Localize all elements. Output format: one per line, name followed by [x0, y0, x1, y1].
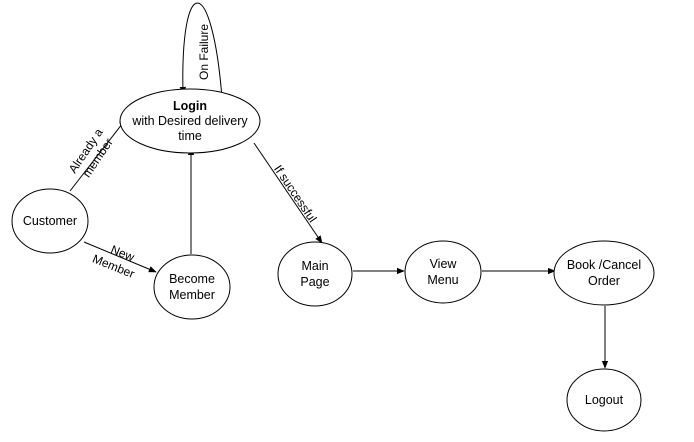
edge-if-successful-line	[253, 142, 323, 244]
node-customer-shape	[11, 188, 89, 254]
node-main-page-shape	[277, 241, 353, 307]
node-login-line3: time	[178, 129, 202, 143]
node-login-shape	[119, 88, 261, 154]
node-book-cancel-order-line2: Order	[588, 274, 620, 288]
node-view-menu-shape	[404, 240, 482, 304]
edge-already-member-line	[69, 118, 127, 192]
node-view-menu-line1: View	[430, 257, 458, 271]
node-logout-label: Logout	[585, 393, 624, 407]
node-become-member: Become Member	[153, 254, 231, 320]
node-book-cancel-order-line1: Book /Cancel	[567, 258, 641, 272]
node-main-page-line1: Main	[301, 259, 328, 273]
edge-on-failure: On Failure	[179, 2, 223, 99]
node-login: Login with Desired delivery time	[119, 88, 261, 154]
edge-new-member: New Member	[83, 241, 157, 281]
node-login-title: Login	[173, 99, 207, 113]
edge-already-member: Already a member	[66, 118, 127, 192]
node-main-page: Main Page	[277, 241, 353, 307]
node-view-menu: View Menu	[404, 240, 482, 304]
edge-on-failure-line	[179, 2, 223, 99]
edge-on-failure-label: On Failure	[197, 24, 211, 80]
node-view-menu-line2: Menu	[427, 273, 458, 287]
node-book-cancel-order-shape	[553, 240, 655, 306]
node-become-member-line2: Member	[169, 288, 215, 302]
node-login-line2: with Desired delivery	[131, 114, 248, 128]
node-logout: Logout	[566, 368, 642, 432]
node-main-page-line2: Page	[300, 275, 329, 289]
edge-if-successful-label: If successful	[271, 162, 320, 225]
node-become-member-shape	[153, 254, 231, 320]
node-customer: Customer	[11, 188, 89, 254]
node-logout-shape	[566, 368, 642, 432]
edge-if-successful: If successful	[253, 142, 323, 244]
node-book-cancel-order: Book /Cancel Order	[553, 240, 655, 306]
node-customer-label: Customer	[23, 214, 77, 228]
edge-new-member-line	[83, 241, 157, 273]
node-become-member-line1: Become	[169, 272, 215, 286]
